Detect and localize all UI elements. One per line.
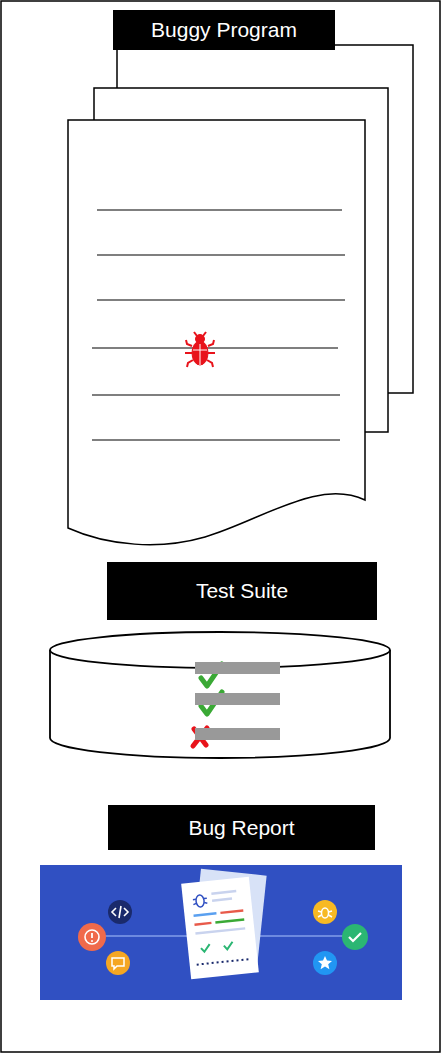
icon-circles [78, 900, 368, 975]
program-sheets [68, 45, 413, 545]
label-box: Test Suite [107, 562, 377, 620]
test-suite-cylinder [50, 632, 390, 758]
report-document [181, 869, 266, 979]
label-text: Bug Report [188, 816, 294, 839]
test-results [193, 662, 280, 746]
test-bars [195, 662, 280, 740]
label-text: Test Suite [196, 579, 288, 602]
bug-report-illustration [40, 865, 402, 1000]
code-lines [92, 210, 345, 440]
bug-icon [185, 332, 215, 367]
front-sheet [68, 120, 365, 545]
label-box: Bug Report [108, 805, 375, 850]
report-background [40, 865, 402, 1000]
label-box: Buggy Program [113, 10, 335, 50]
label-text: Buggy Program [151, 18, 297, 41]
